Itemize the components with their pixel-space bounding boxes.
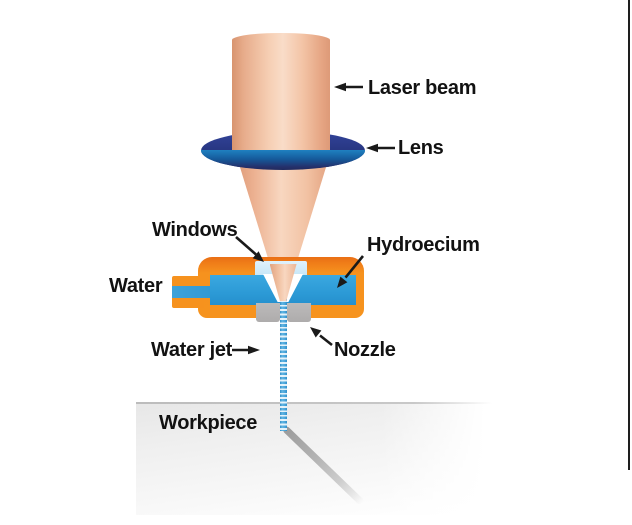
water-label: Water xyxy=(109,275,163,297)
workpiece-edge-line xyxy=(136,402,492,404)
water-inlet-flow xyxy=(172,286,218,298)
workpiece-label: Workpiece xyxy=(159,412,258,434)
lens-label: Lens xyxy=(398,137,444,159)
laser-beam-label: Laser beam xyxy=(368,77,477,99)
lens-arrow-left-icon xyxy=(366,143,395,153)
laser-beam-arrow-left-icon xyxy=(334,82,363,92)
water-jet-stream xyxy=(279,296,287,431)
nozzle-label: Nozzle xyxy=(334,339,396,361)
hydroecium-arrow-down-left-icon xyxy=(337,255,365,288)
water-jet-label: Water jet xyxy=(151,339,233,361)
windows-arrow-down-right-icon xyxy=(235,236,264,262)
lens-disc-front xyxy=(201,150,365,170)
nozzle-block-right xyxy=(287,303,311,322)
water-jet-arrow-right-icon xyxy=(232,345,260,355)
hydroecium-label: Hydroecium xyxy=(367,234,480,256)
windows-label: Windows xyxy=(152,219,238,241)
page-border-line xyxy=(628,0,630,470)
laser-beam-cylinder xyxy=(232,33,330,152)
nozzle-arrow-up-left-icon xyxy=(310,327,333,347)
nozzle-block-left xyxy=(256,303,280,322)
